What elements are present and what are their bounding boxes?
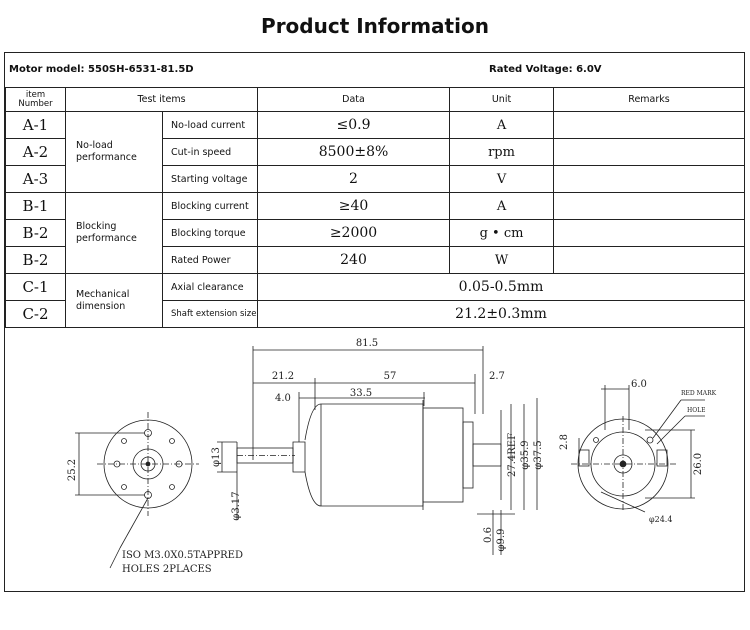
table-row: B-2 Rated Power 240 W <box>5 246 746 274</box>
red-mark-label: RED MARK <box>681 390 717 397</box>
col-unit: Unit <box>449 87 555 112</box>
row-id: A-3 <box>5 165 66 193</box>
dim-rear-width: 6.0 <box>631 379 647 390</box>
group-noload: No-load performance <box>65 111 163 193</box>
row-id: B-2 <box>5 219 66 247</box>
table-header-row: item Number Test items Data Unit Remarks <box>5 87 746 112</box>
dim-shaft-length: 21.2 <box>272 371 294 382</box>
page-title: Product Information <box>261 14 489 38</box>
dim-9-9-diameter: φ9.9 <box>496 529 507 552</box>
table-row: A-3 Starting voltage 2 V <box>5 165 746 193</box>
spec-sheet: Motor model: 550SH-6531-81.5D Rated Volt… <box>4 52 746 592</box>
dim-0-6: 0.6 <box>483 527 494 543</box>
table-row: C-1 Mechanical dimension Axial clearance… <box>5 273 746 328</box>
dim-37-diameter: φ37.5 <box>533 440 544 469</box>
col-remarks: Remarks <box>553 87 746 112</box>
hole-label: HOLE <box>687 407 706 414</box>
dim-overall-length: 81.5 <box>356 338 378 349</box>
col-data: Data <box>257 87 451 112</box>
dim-rear-circle: φ24.4 <box>649 515 672 524</box>
spec-table: item Number Test items Data Unit Remarks… <box>5 87 746 328</box>
rated-voltage: Rated Voltage: 6.0V <box>489 64 602 75</box>
row-item: Shaft extension size <box>161 300 259 328</box>
row-item: Cut-in speed <box>161 138 259 166</box>
motor-model: Motor model: 550SH-6531-81.5D <box>9 64 194 75</box>
row-id: C-1 <box>5 273 66 301</box>
rear-view <box>571 385 705 513</box>
row-remarks <box>553 246 746 274</box>
row-item: No-load current <box>161 111 259 139</box>
row-data: ≥40 <box>257 192 451 220</box>
row-data: 2 <box>257 165 451 193</box>
row-data: 21.2±0.3mm <box>257 300 746 328</box>
row-data: ≤0.9 <box>257 111 451 139</box>
dim-rear-height: 26.0 <box>693 453 704 475</box>
row-remarks <box>553 219 746 247</box>
spec-header: Motor model: 550SH-6531-81.5D Rated Volt… <box>5 53 744 88</box>
row-data: 8500±8% <box>257 138 451 166</box>
col-test-items: Test items <box>64 87 259 112</box>
thread-note-line2: HOLES 2PLACES <box>122 564 212 575</box>
motor-dimension-drawing: 25.2 81.5 21.2 57 2.7 4.0 33.5 φ13 φ3.17… <box>67 338 717 575</box>
row-item: Axial clearance <box>161 273 259 301</box>
table-row: B-2 Blocking torque ≥2000 g • cm <box>5 219 746 247</box>
row-remarks <box>553 111 746 139</box>
row-item: Blocking torque <box>161 219 259 247</box>
dim-rear-length: 2.7 <box>489 371 505 382</box>
row-data: ≥2000 <box>257 219 451 247</box>
row-unit: g • cm <box>449 219 555 247</box>
row-item: Starting voltage <box>161 165 259 193</box>
group-blocking: Blocking performance <box>65 192 163 274</box>
row-unit: A <box>449 192 555 220</box>
dim-35-diameter: φ35.9 <box>520 440 531 469</box>
dim-27-ref: 27.4REF <box>507 433 518 477</box>
front-view <box>75 412 199 569</box>
row-unit: A <box>449 111 555 139</box>
dim-front-height: 25.2 <box>67 459 78 481</box>
table-row: C-2 Shaft extension size 21.2±0.3mm <box>5 300 746 328</box>
table-row: A-2 Cut-in speed 8500±8% rpm <box>5 138 746 166</box>
row-data: 240 <box>257 246 451 274</box>
row-id: A-1 <box>5 111 66 139</box>
row-id: C-2 <box>5 300 66 328</box>
dim-body-length: 57 <box>384 371 397 382</box>
dim-boss-diameter: φ13 <box>211 447 222 467</box>
table-row: A-1 No-load performance No-load current … <box>5 111 746 193</box>
group-mechanical: Mechanical dimension <box>65 273 163 328</box>
dim-rear-2-8: 2.8 <box>559 434 570 450</box>
row-id: B-2 <box>5 246 66 274</box>
col-item-number: item Number <box>5 87 66 112</box>
thread-note-line1: ISO M3.0X0.5TAPPRED <box>122 550 243 561</box>
row-remarks <box>553 192 746 220</box>
row-item: Blocking current <box>161 192 259 220</box>
row-item: Rated Power <box>161 246 259 274</box>
dim-can-length: 33.5 <box>350 388 372 399</box>
row-id: A-2 <box>5 138 66 166</box>
row-remarks <box>553 165 746 193</box>
row-unit: V <box>449 165 555 193</box>
row-data: 0.05-0.5mm <box>257 273 746 301</box>
row-unit: W <box>449 246 555 274</box>
table-row: B-1 Blocking performance Blocking curren… <box>5 192 746 274</box>
dim-step-length: 4.0 <box>275 393 291 404</box>
row-unit: rpm <box>449 138 555 166</box>
dim-shaft-diameter: φ3.17 <box>231 491 242 520</box>
side-view <box>217 346 538 555</box>
row-id: B-1 <box>5 192 66 220</box>
row-remarks <box>553 138 746 166</box>
